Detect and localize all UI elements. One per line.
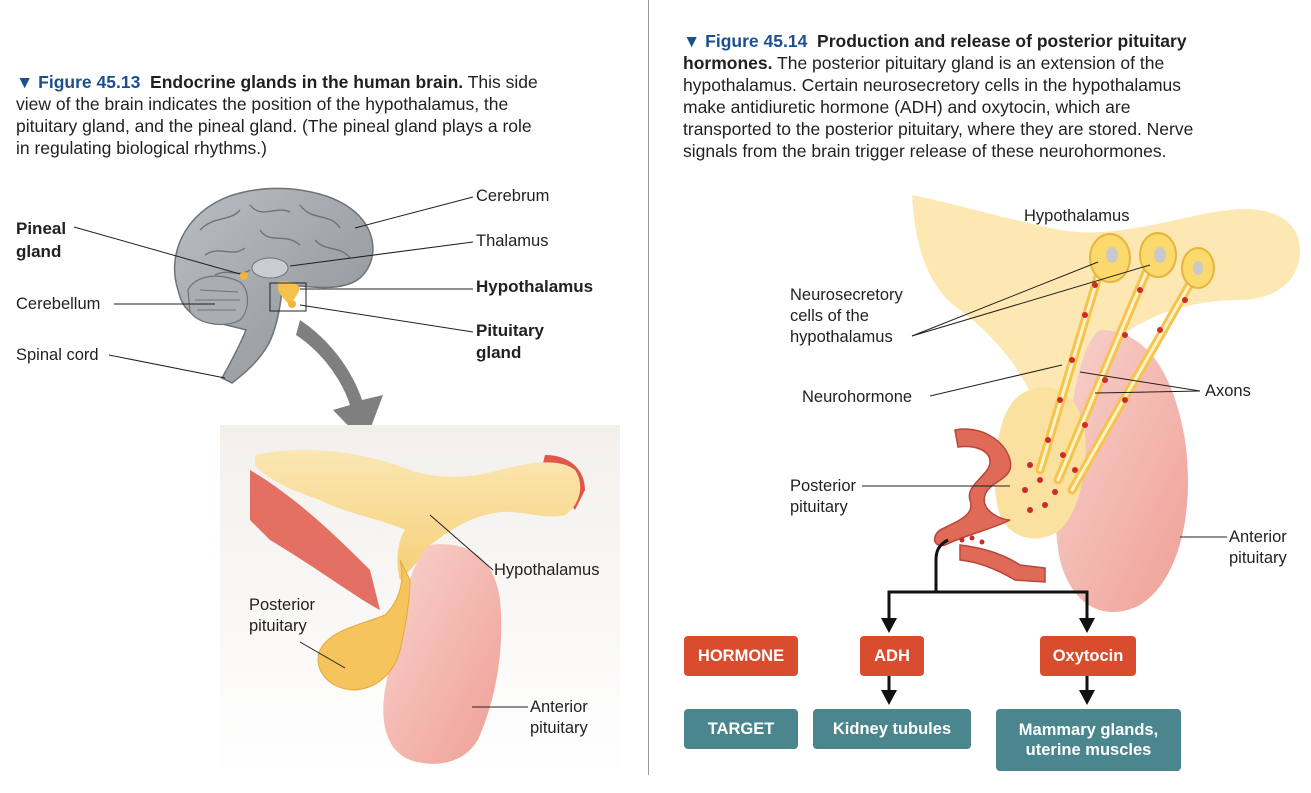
caption-line: hypothalamus. Certain neurosecretory cel… [683, 75, 1182, 95]
target-line: uterine muscles [1025, 741, 1152, 759]
label-posterior-pituitary-line2: pituitary [249, 617, 307, 635]
label-hypothalamus: Hypothalamus [476, 277, 594, 296]
label-anterior-pituitary-line1: Anterior [530, 698, 588, 716]
figure-title: Production and release of posterior pitu… [817, 31, 1187, 51]
label-neurosecretory-line3: hypothalamus [790, 328, 893, 346]
figure-number: ▼ Figure 45.13 [16, 72, 141, 92]
label-hypothalamus-closeup: Hypothalamus [494, 561, 600, 579]
label-axons: Axons [1205, 382, 1251, 400]
label-neurosecretory-line2: cells of the [790, 307, 869, 325]
label-hypothalamus: Hypothalamus [1024, 207, 1130, 225]
figure-45-13-caption: ▼ Figure 45.13 Endocrine glands in the h… [16, 71, 636, 159]
target-line: Mammary glands, [1018, 721, 1159, 739]
caption-line: in regulating biological rhythms.) [16, 138, 267, 158]
label-posterior-pituitary-line2: pituitary [790, 498, 848, 516]
zoom-arrow-icon [296, 320, 383, 443]
left-leader-lines [73, 196, 528, 708]
target-mammary-uterine: Mammary glands, uterine muscles [996, 709, 1181, 771]
label-thalamus: Thalamus [476, 232, 549, 250]
target-row-label: TARGET [684, 709, 798, 749]
caption-line: view of the brain indicates the position… [16, 94, 509, 114]
label-pineal-gland-line2: gland [16, 242, 62, 261]
hormone-oxytocin: Oxytocin [1040, 636, 1136, 676]
label-anterior-pituitary-line2: pituitary [530, 719, 588, 737]
caption-line: signals from the brain trigger release o… [683, 141, 1167, 161]
target-kidney-tubules: Kidney tubules [813, 709, 971, 749]
label-cerebrum: Cerebrum [476, 187, 550, 205]
hormone-adh: ADH [860, 636, 924, 676]
label-spinal-cord: Spinal cord [16, 346, 99, 364]
right-leader-lines [862, 261, 1227, 538]
pituitary-closeup [220, 425, 620, 780]
figure-45-14-caption: ▼ Figure 45.14 Production and release of… [683, 30, 1303, 162]
hormone-row-label: HORMONE [684, 636, 798, 676]
caption-line: make antidiuretic hormone (ADH) and oxyt… [683, 97, 1131, 117]
label-pituitary-gland-line1: Pituitary [476, 321, 545, 340]
caption-line: transported to the posterior pituitary, … [683, 119, 1194, 139]
figure-title-continued: hormones. [683, 53, 773, 73]
caption-line: pituitary gland, and the pineal gland. (… [16, 116, 532, 136]
label-anterior-pituitary-line2: pituitary [1229, 549, 1287, 567]
flow-connectors [881, 538, 1095, 705]
label-neurosecretory-line1: Neurosecretory [790, 286, 903, 304]
posterior-pituitary-illustration [912, 195, 1300, 613]
label-pituitary-gland-line2: gland [476, 343, 522, 362]
label-pineal-gland-line1: Pineal [16, 219, 67, 238]
figure-divider [648, 0, 649, 775]
caption-text: This side [467, 72, 538, 92]
figure-number: ▼ Figure 45.14 [683, 31, 808, 51]
caption-text: The posterior pituitary gland is an exte… [777, 53, 1165, 73]
figure-title: Endocrine glands in the human brain. [150, 72, 464, 92]
label-anterior-pituitary-line1: Anterior [1229, 528, 1287, 546]
label-posterior-pituitary-line1: Posterior [249, 596, 316, 614]
label-posterior-pituitary-line1: Posterior [790, 477, 857, 495]
label-cerebellum: Cerebellum [16, 295, 101, 313]
label-neurohormone: Neurohormone [802, 388, 913, 406]
brain-illustration [173, 187, 374, 384]
